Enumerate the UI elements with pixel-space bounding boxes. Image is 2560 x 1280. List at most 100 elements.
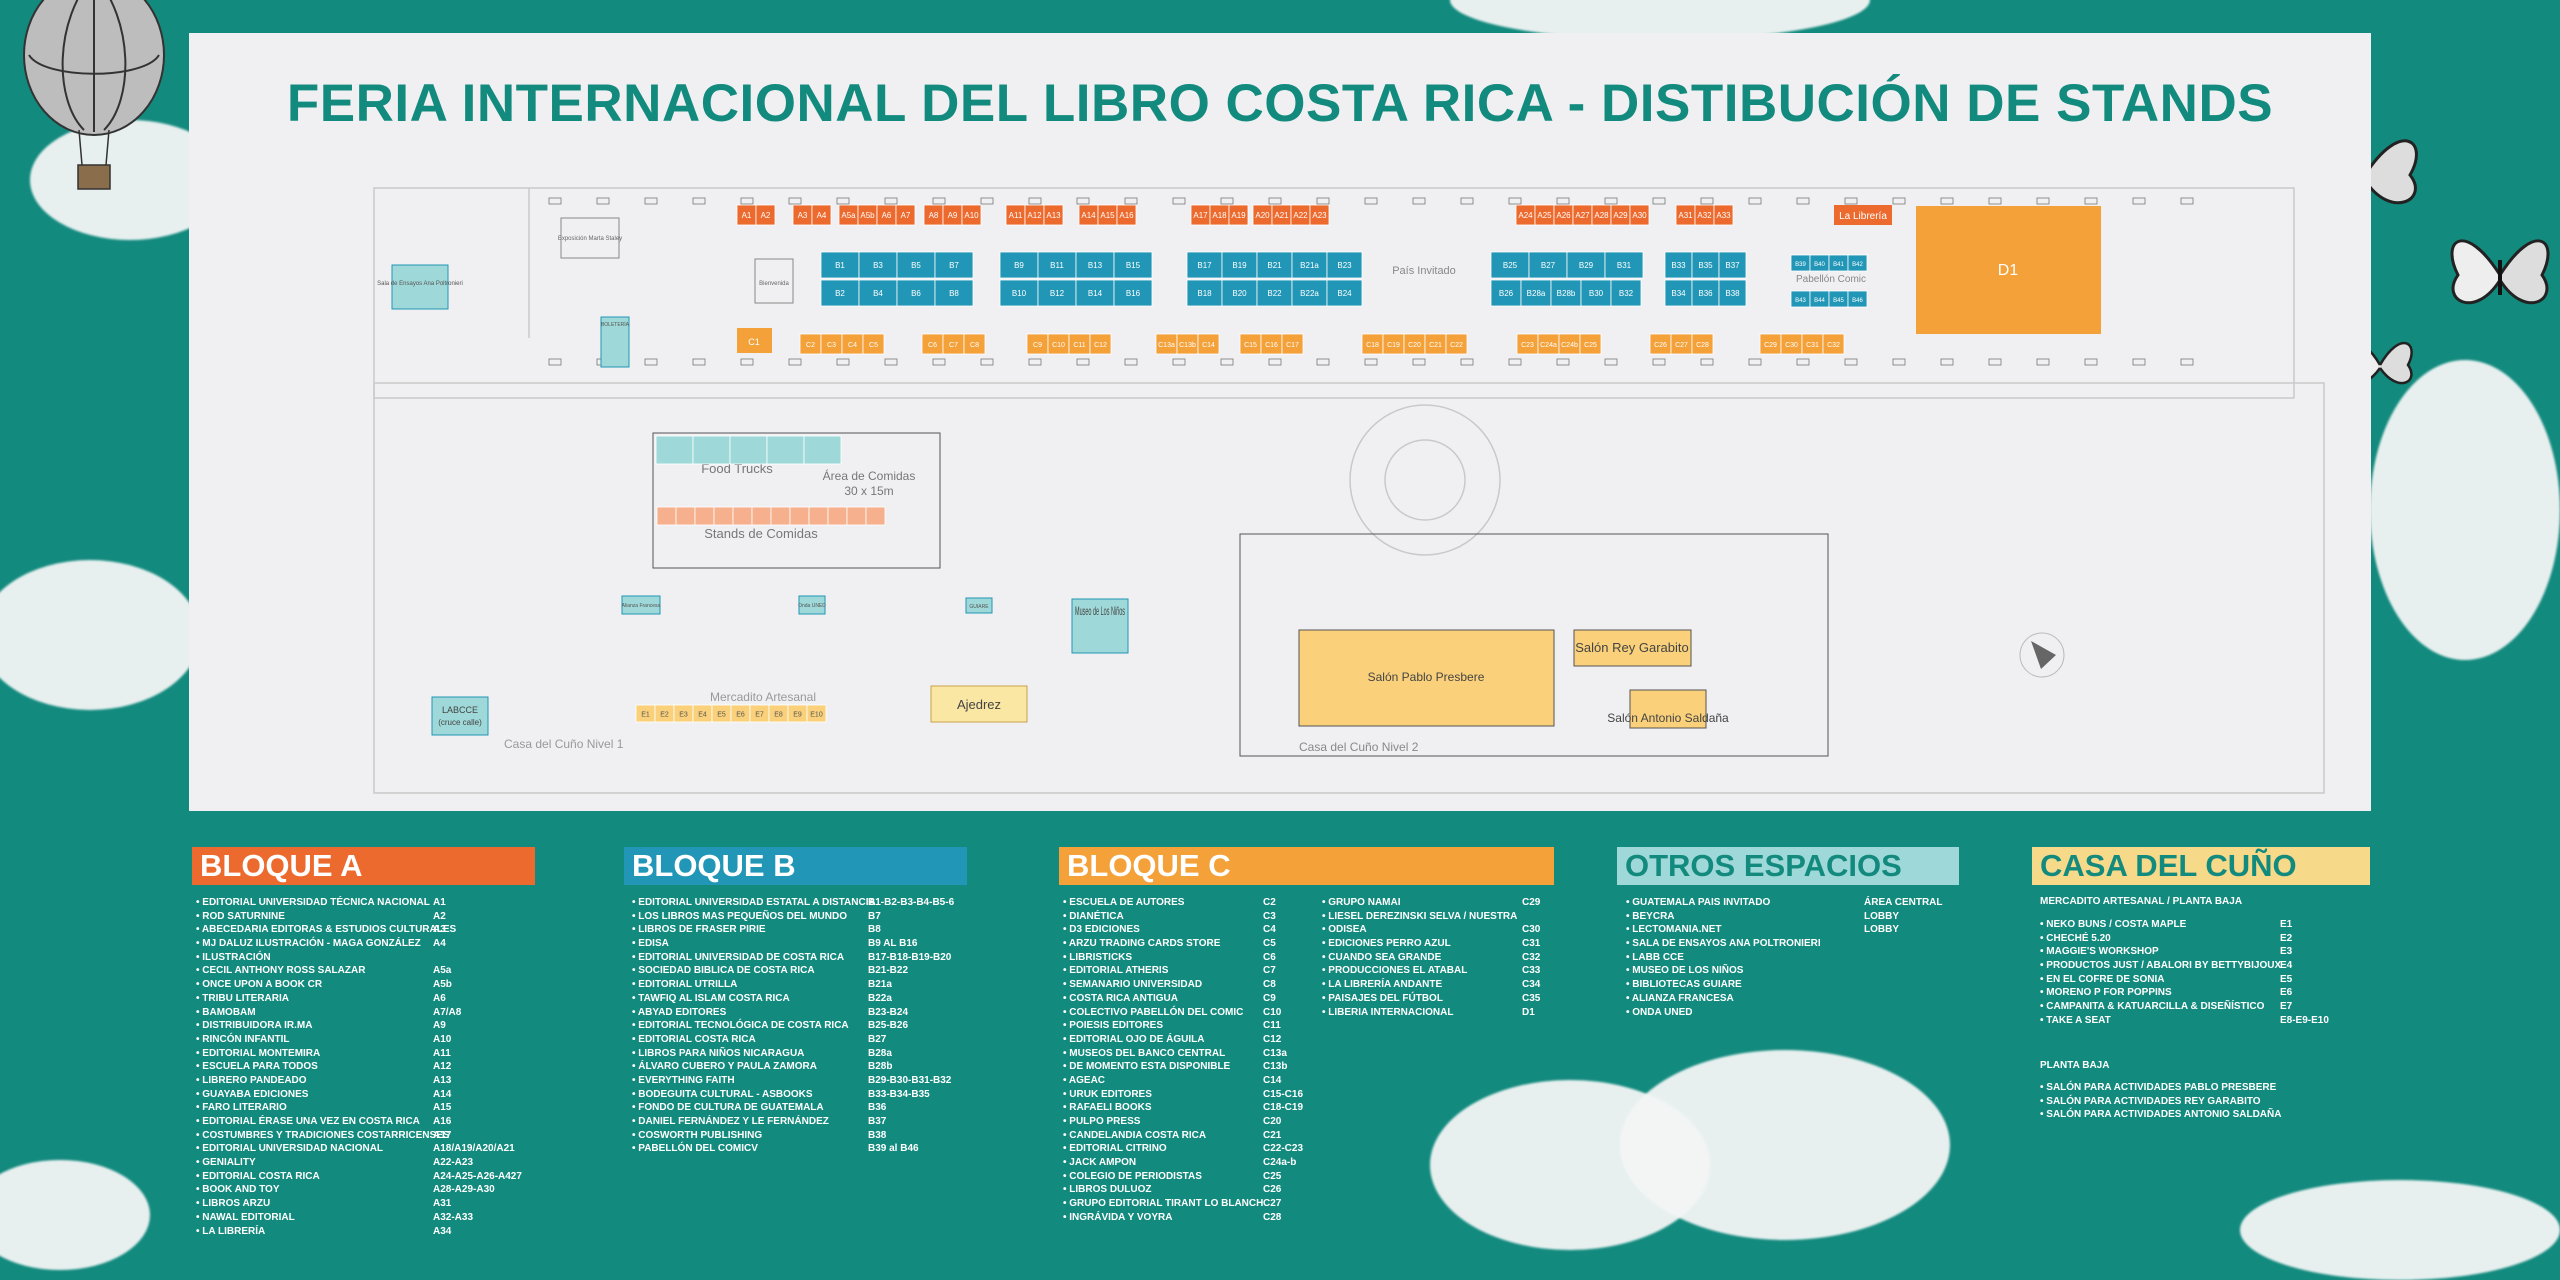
stand-a23[interactable]: A23 xyxy=(1309,204,1330,226)
stand-b14[interactable]: B14 xyxy=(1075,279,1115,307)
salon-rey-garabito[interactable]: Salón Rey Garabito xyxy=(1573,629,1692,667)
stand-b44[interactable]: B44 xyxy=(1809,290,1830,308)
stand-b11[interactable]: B11 xyxy=(1037,251,1077,279)
stand-e8[interactable]: E8 xyxy=(768,704,789,723)
stand-c1[interactable]: C1 xyxy=(737,328,772,353)
stand-a10[interactable]: A10 xyxy=(961,204,982,226)
stand-c28[interactable]: C28 xyxy=(1691,333,1714,355)
food-stands[interactable] xyxy=(656,506,886,526)
stand-a7[interactable]: A7 xyxy=(895,204,916,226)
stand-b25[interactable]: B25 xyxy=(1490,251,1530,279)
stand-b27[interactable]: B27 xyxy=(1528,251,1568,279)
stand-c10[interactable]: C10 xyxy=(1047,333,1070,355)
stand-b35[interactable]: B35 xyxy=(1691,251,1720,279)
stand-a21[interactable]: A21 xyxy=(1271,204,1292,226)
stand-a12[interactable]: A12 xyxy=(1024,204,1045,226)
stand-b37[interactable]: B37 xyxy=(1718,251,1747,279)
food-stand-slot[interactable] xyxy=(865,506,886,526)
stand-b19[interactable]: B19 xyxy=(1221,251,1258,279)
food-stand-slot[interactable] xyxy=(732,506,753,526)
stand-a1[interactable]: A1 xyxy=(736,204,757,226)
food-stand-slot[interactable] xyxy=(770,506,791,526)
stand-a33[interactable]: A33 xyxy=(1713,204,1734,226)
stand-c24b[interactable]: C24b xyxy=(1558,333,1581,355)
stand-c30[interactable]: C30 xyxy=(1780,333,1803,355)
stand-c13a[interactable]: C13a xyxy=(1155,333,1178,355)
stand-b9[interactable]: B9 xyxy=(999,251,1039,279)
stand-a14[interactable]: A14 xyxy=(1078,204,1099,226)
stand-a27[interactable]: A27 xyxy=(1572,204,1593,226)
ajedrez[interactable]: Ajedrez xyxy=(930,685,1028,723)
stand-b29[interactable]: B29 xyxy=(1566,251,1606,279)
stand-c20[interactable]: C20 xyxy=(1403,333,1426,355)
food-truck-slot[interactable] xyxy=(692,435,731,465)
stand-c2[interactable]: C2 xyxy=(799,333,822,355)
stand-b5[interactable]: B5 xyxy=(896,251,936,279)
food-stand-slot[interactable] xyxy=(694,506,715,526)
stand-a26[interactable]: A26 xyxy=(1553,204,1574,226)
stand-a2[interactable]: A2 xyxy=(755,204,776,226)
stand-e4[interactable]: E4 xyxy=(692,704,713,723)
stand-e5[interactable]: E5 xyxy=(711,704,732,723)
stand-a18[interactable]: A18 xyxy=(1209,204,1230,226)
stand-c16[interactable]: C16 xyxy=(1260,333,1283,355)
stand-a9[interactable]: A9 xyxy=(942,204,963,226)
salon-pablo-presbere[interactable]: Salón Pablo Presbere xyxy=(1298,629,1555,727)
stand-c27[interactable]: C27 xyxy=(1670,333,1693,355)
food-stand-slot[interactable] xyxy=(846,506,867,526)
stand-c29[interactable]: C29 xyxy=(1759,333,1782,355)
stand-b17[interactable]: B17 xyxy=(1186,251,1223,279)
stand-c4[interactable]: C4 xyxy=(841,333,864,355)
stand-c18[interactable]: C18 xyxy=(1361,333,1384,355)
stand-b18[interactable]: B18 xyxy=(1186,279,1223,307)
stand-la-libreria[interactable]: La Librería xyxy=(1834,205,1892,225)
stand-e1[interactable]: E1 xyxy=(635,704,656,723)
food-stand-slot[interactable] xyxy=(808,506,829,526)
stand-b24[interactable]: B24 xyxy=(1326,279,1363,307)
stand-c21[interactable]: C21 xyxy=(1424,333,1447,355)
stand-a19[interactable]: A19 xyxy=(1228,204,1249,226)
stand-b21a[interactable]: B21a xyxy=(1291,251,1328,279)
stand-b38[interactable]: B38 xyxy=(1718,279,1747,307)
stand-a11[interactable]: A11 xyxy=(1005,204,1026,226)
stand-a15[interactable]: A15 xyxy=(1097,204,1118,226)
stand-b1[interactable]: B1 xyxy=(820,251,860,279)
stand-b36[interactable]: B36 xyxy=(1691,279,1720,307)
stand-a29[interactable]: A29 xyxy=(1610,204,1631,226)
stand-b33[interactable]: B33 xyxy=(1664,251,1693,279)
stand-c7[interactable]: C7 xyxy=(942,333,965,355)
stand-b15[interactable]: B15 xyxy=(1113,251,1153,279)
stand-a3[interactable]: A3 xyxy=(792,204,813,226)
stand-a20[interactable]: A20 xyxy=(1252,204,1273,226)
food-stand-slot[interactable] xyxy=(789,506,810,526)
sala-ensayos[interactable]: Sala de Ensayos Ana Poltronieri xyxy=(377,264,463,310)
food-stand-slot[interactable] xyxy=(656,506,677,526)
stand-b28b[interactable]: B28b xyxy=(1550,279,1582,307)
stand-c32[interactable]: C32 xyxy=(1822,333,1845,355)
stand-c14[interactable]: C14 xyxy=(1197,333,1220,355)
stand-a25[interactable]: A25 xyxy=(1534,204,1555,226)
stand-c11[interactable]: C11 xyxy=(1068,333,1091,355)
stand-b20[interactable]: B20 xyxy=(1221,279,1258,307)
stand-b32[interactable]: B32 xyxy=(1610,279,1642,307)
stand-e10[interactable]: E10 xyxy=(806,704,827,723)
stand-b22[interactable]: B22 xyxy=(1256,279,1293,307)
stand-c13b[interactable]: C13b xyxy=(1176,333,1199,355)
stand-a24[interactable]: A24 xyxy=(1515,204,1536,226)
food-truck-slot[interactable] xyxy=(766,435,805,465)
stand-b7[interactable]: B7 xyxy=(934,251,974,279)
stand-c19[interactable]: C19 xyxy=(1382,333,1405,355)
stand-b34[interactable]: B34 xyxy=(1664,279,1693,307)
stand-c22[interactable]: C22 xyxy=(1445,333,1468,355)
stand-b2[interactable]: B2 xyxy=(820,279,860,307)
stand-b6[interactable]: B6 xyxy=(896,279,936,307)
stand-a31[interactable]: A31 xyxy=(1675,204,1696,226)
food-trucks[interactable] xyxy=(655,435,842,465)
stand-a17[interactable]: A17 xyxy=(1190,204,1211,226)
stand-a13[interactable]: A13 xyxy=(1043,204,1064,226)
stand-c17[interactable]: C17 xyxy=(1281,333,1304,355)
stand-b39[interactable]: B39 xyxy=(1790,254,1811,272)
stand-a30[interactable]: A30 xyxy=(1629,204,1650,226)
stand-e3[interactable]: E3 xyxy=(673,704,694,723)
stand-c5[interactable]: C5 xyxy=(862,333,885,355)
